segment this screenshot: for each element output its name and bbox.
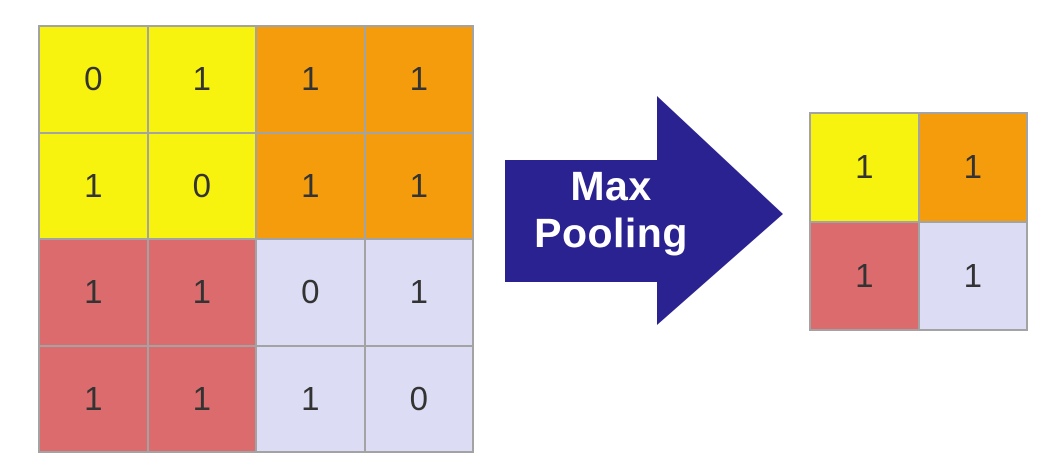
input-cell: 1 bbox=[365, 240, 472, 345]
input-cell: 0 bbox=[40, 27, 147, 132]
input-cell: 1 bbox=[148, 240, 255, 345]
input-cell: 1 bbox=[257, 133, 364, 238]
arrow-shape bbox=[505, 96, 783, 325]
output-cell: 1 bbox=[811, 222, 918, 329]
input-cell: 1 bbox=[257, 27, 364, 132]
max-pooling-label-line1: Max bbox=[570, 163, 652, 209]
input-cell: 1 bbox=[40, 346, 147, 451]
input-cell: 1 bbox=[365, 27, 472, 132]
input-cell: 1 bbox=[40, 133, 147, 238]
input-cell: 1 bbox=[365, 133, 472, 238]
input-cell: 1 bbox=[40, 240, 147, 345]
max-pooling-arrow bbox=[505, 96, 783, 325]
output-cell: 1 bbox=[919, 114, 1026, 221]
max-pooling-label-line2: Pooling bbox=[534, 210, 688, 256]
input-cell: 0 bbox=[257, 240, 364, 345]
output-cell: 1 bbox=[811, 114, 918, 221]
input-cell: 1 bbox=[148, 346, 255, 451]
input-cell: 0 bbox=[148, 133, 255, 238]
max-pooling-label: Max Pooling bbox=[503, 163, 719, 257]
input-cell: 1 bbox=[257, 346, 364, 451]
input-cell: 1 bbox=[148, 27, 255, 132]
input-cell: 0 bbox=[365, 346, 472, 451]
output-cell: 1 bbox=[919, 222, 1026, 329]
